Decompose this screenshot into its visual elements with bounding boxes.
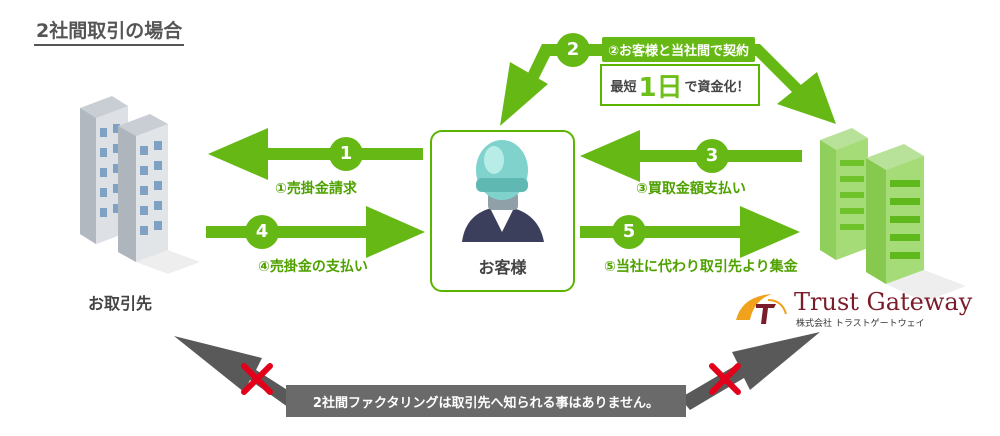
step-5-label: ⑤当社に代わり取引先より集金 bbox=[604, 259, 798, 275]
confidentiality-note: 2社間ファクタリングは取引先へ知られる事はありません。 bbox=[286, 385, 686, 417]
arrow-4 bbox=[206, 206, 425, 258]
promo-big: 1日 bbox=[638, 72, 683, 103]
logo-mark-icon bbox=[736, 294, 787, 324]
step-4-number: 4 bbox=[255, 221, 269, 242]
promo-prefix: 最短 bbox=[610, 79, 637, 95]
arrow-1 bbox=[208, 128, 423, 180]
promo-box: 最短 1日 で資金化！ bbox=[600, 64, 760, 106]
step-2-label: ②お客様と当社間で契約 bbox=[602, 37, 756, 62]
office-building-icon bbox=[80, 96, 200, 274]
step-1-label: ①売掛金請求 bbox=[275, 181, 357, 197]
step-3-label: ③買取金額支払い bbox=[636, 181, 746, 197]
arrow-3 bbox=[580, 130, 802, 182]
person-icon bbox=[462, 140, 544, 242]
company-logo: Trust Gateway 株式会社 トラストゲートウェイ bbox=[732, 288, 982, 332]
partner-label: お取引先 bbox=[88, 294, 153, 313]
logo-name: Trust Gateway bbox=[794, 288, 973, 316]
customer-label: お客様 bbox=[478, 258, 527, 277]
cross-icon bbox=[241, 363, 741, 395]
step-2-number: 2 bbox=[566, 39, 580, 60]
step-3-number: 3 bbox=[705, 145, 719, 166]
step-4-label: ④売掛金の支払い bbox=[258, 259, 368, 275]
arrow-5 bbox=[580, 206, 800, 258]
promo-suffix: で資金化！ bbox=[684, 79, 750, 95]
step-5-number: 5 bbox=[622, 221, 636, 242]
page-title: 2社間取引の場合 bbox=[34, 18, 185, 46]
customer-box: お客様 bbox=[430, 130, 575, 292]
step-1-number: 1 bbox=[339, 143, 353, 164]
green-building-icon bbox=[820, 128, 966, 302]
blocked-arrow-left bbox=[174, 336, 300, 410]
blocked-arrow-right bbox=[680, 332, 820, 410]
logo-subtitle: 株式会社 トラストゲートウェイ bbox=[796, 319, 925, 329]
